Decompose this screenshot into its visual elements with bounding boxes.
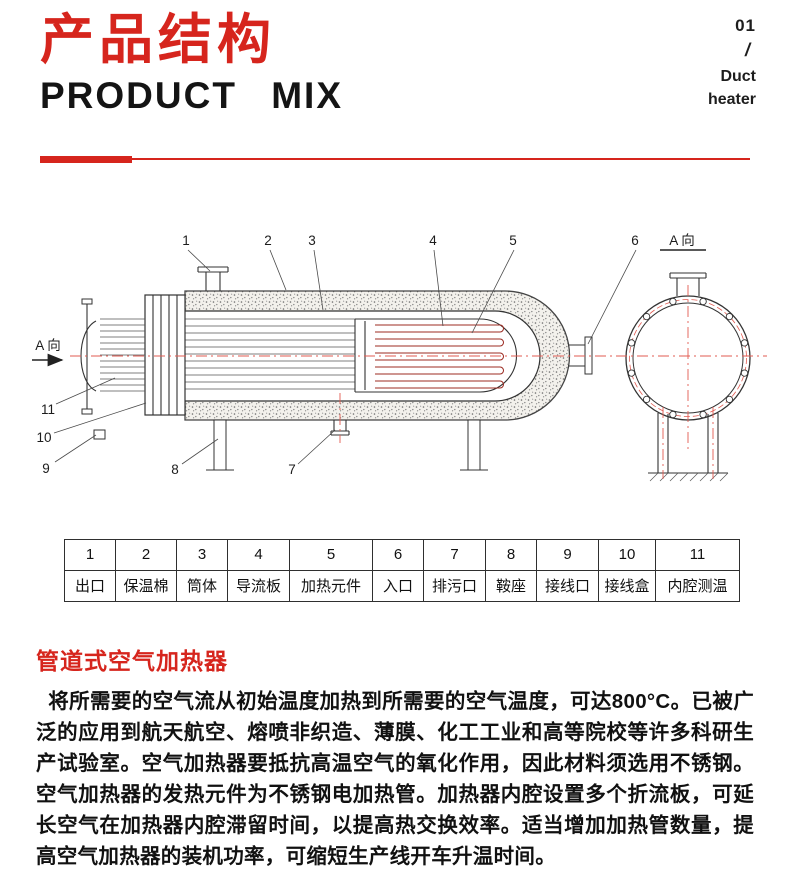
part-label-cell: 出口 [64,569,116,602]
flange-plates [152,294,178,415]
part-label-cell: 排污口 [423,569,486,602]
part-number-cell: 11 [655,538,740,571]
part-number-cell: 7 [423,538,486,571]
callout-number: 10 [36,430,51,445]
page-number: 01 [735,16,756,35]
callout-number: 2 [264,233,272,248]
tie-rod-nut-top [81,298,93,305]
heating-elements [375,324,500,389]
end-view-nozzle [669,271,707,296]
part-label-cell: 鞍座 [485,569,537,602]
side-view [80,265,593,471]
element-rods [165,318,355,389]
centerlines [70,284,767,479]
callout-number: 5 [509,233,517,248]
bolt-holes [627,297,749,418]
element-u-bends [499,324,504,389]
part-label-cell: 加热元件 [289,569,373,602]
saddle-left [213,419,227,471]
part-number-cell: 10 [598,538,656,571]
callout-number: 11 [41,402,55,417]
page-title-cn: 产品结构 [40,10,276,70]
baffle-plate [354,318,366,392]
divider-accent-bar [40,155,132,163]
part-label-cell: 保温棉 [115,569,177,602]
slash-separator: / [744,40,750,60]
view-label-a-left: A 向 [35,338,61,353]
callout-number: 7 [288,462,296,477]
callout-number: 3 [308,233,316,248]
callout-number: 6 [631,233,639,248]
view-label-a: A 向 [669,233,695,248]
part-number-cell: 5 [289,538,373,571]
technical-diagram: 1 2 3 4 5 6 7 8 9 10 11 A 向 A 向 [30,223,790,523]
description-section: 管道式空气加热器 将所需要的空气流从初始温度加热到所需要的空气温度，可达800°… [36,642,754,872]
inlet-pipe [568,343,585,367]
end-view-legs [648,412,728,474]
red-divider [40,155,750,163]
header-titles: 产品结构 PRODUCT MIX [40,10,343,116]
duct-heater-drawing: 1 2 3 4 5 6 7 8 9 10 11 A 向 A 向 [32,233,767,481]
header: 产品结构 PRODUCT MIX 01 / Duct heater [0,0,790,116]
page-title-en: PRODUCT MIX [40,74,343,116]
part-label-cell: 内腔测温 [655,569,740,602]
ground-hatch [649,472,729,481]
part-number-cell: 1 [64,538,116,571]
part-label-cell: 接线口 [536,569,599,602]
wiring-port [93,429,106,440]
junction-box [144,293,186,416]
category-line-2: heater [707,91,756,109]
part-number-cell: 4 [227,538,290,571]
part-label-cell: 筒体 [176,569,228,602]
outlet-nozzle [197,265,229,291]
inlet-flange [584,336,593,375]
section-heading: 管道式空气加热器 [36,647,228,674]
part-label-cell: 导流板 [227,569,290,602]
callout-number: 1 [182,233,190,248]
callout-number: 4 [429,233,437,248]
parts-table: 1 2 3 4 5 6 7 8 9 10 11 出口 保温棉 筒体 导流板 加热… [64,538,740,602]
table-row-labels: 出口 保温棉 筒体 导流板 加热元件 入口 排污口 鞍座 接线口 接线盒 内腔测… [64,569,740,602]
category-line-1: Duct [720,68,756,85]
part-number-cell: 3 [176,538,228,571]
header-meta: 01 / Duct heater [708,10,756,111]
table-row-numbers: 1 2 3 4 5 6 7 8 9 10 11 [64,538,740,571]
part-label-cell: 接线盒 [598,569,656,602]
part-number-cell: 6 [372,538,424,571]
part-number-cell: 2 [115,538,177,571]
body-text: 将所需要的空气流从初始温度加热到所需要的空气温度，可达800°C。已被广泛的应用… [36,689,754,869]
saddle-right [467,419,481,471]
callout-number: 9 [42,461,50,476]
tie-rod-nut-bottom [81,408,93,415]
part-label-cell: 入口 [372,569,424,602]
part-number-cell: 9 [536,538,599,571]
terminal-pins [100,318,145,391]
callout-leader-lines [53,249,637,464]
callout-number: 8 [171,462,179,477]
part-number-cell: 8 [485,538,537,571]
divider-line [40,157,750,160]
